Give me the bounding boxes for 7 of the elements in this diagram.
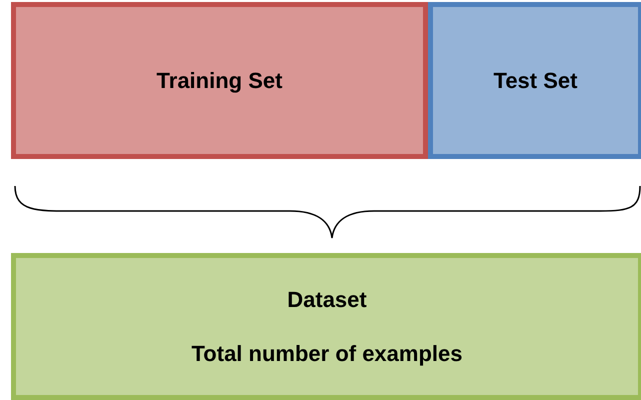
- box-label: Total number of examples: [192, 340, 462, 366]
- set-box: [428, 2, 641, 159]
- box-label: Test Set: [494, 68, 578, 94]
- box-label: Dataset: [287, 286, 367, 312]
- set-box: [11, 253, 641, 400]
- set-box: [11, 2, 428, 159]
- box-label: Training Set: [156, 68, 282, 94]
